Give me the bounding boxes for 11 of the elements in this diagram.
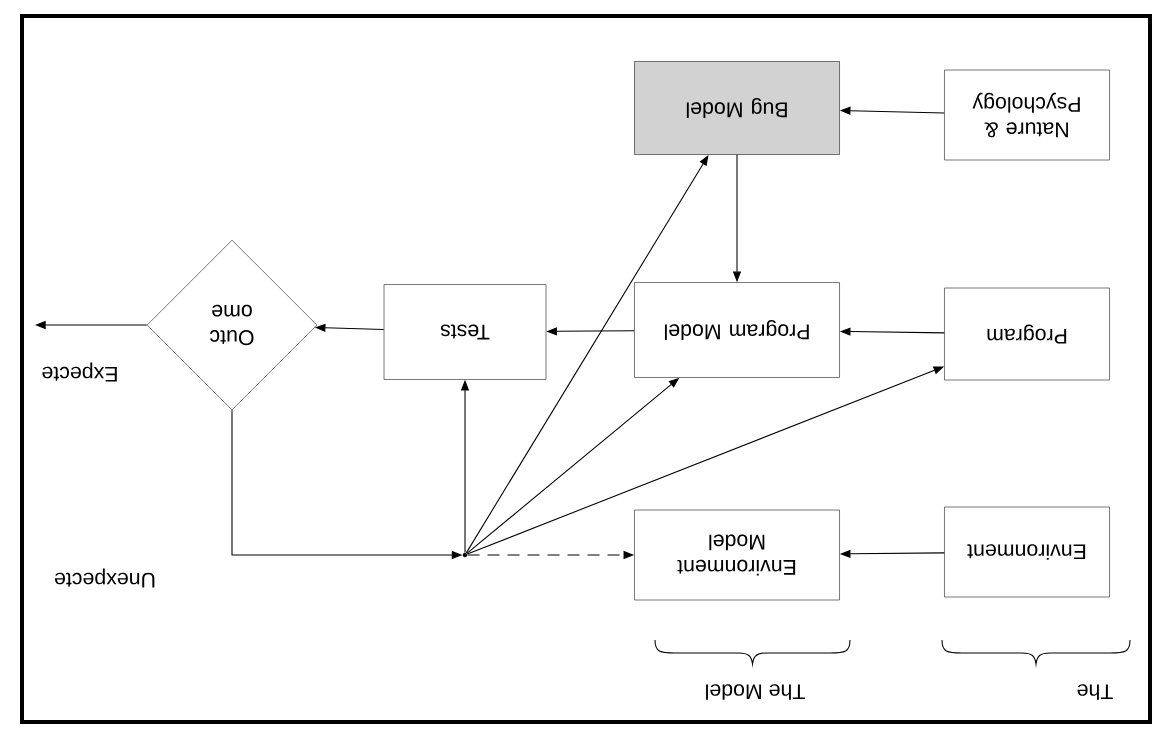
process-box: Program Model — [634, 282, 840, 378]
process-box: Environment — [944, 506, 1110, 598]
process-box: Nature & Psychology — [944, 69, 1110, 161]
edge-label: Expecte — [40, 361, 120, 383]
edge-label: Unexpecte — [52, 567, 158, 589]
bracket-label: The Model — [706, 684, 805, 700]
process-box: Program — [944, 287, 1110, 381]
bracket-label: The — [1077, 684, 1113, 700]
process-box: Environment Model — [634, 509, 840, 601]
process-box: Bug Model — [634, 61, 840, 155]
process-box: Tests — [383, 284, 547, 380]
